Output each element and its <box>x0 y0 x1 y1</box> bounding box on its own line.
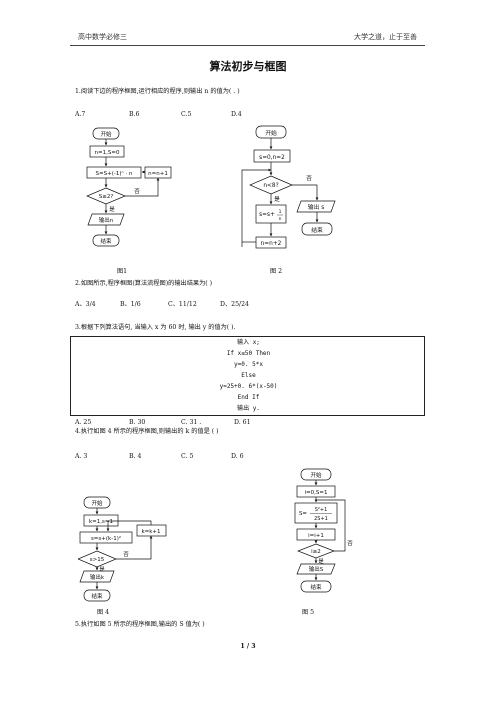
fig5-update-label: S= <box>299 511 307 517</box>
fig5-no-label: 否 <box>347 540 353 547</box>
fig1-end-box <box>92 234 120 247</box>
fig1-output-box <box>87 213 125 226</box>
q1-option-d: D.4 <box>231 111 242 118</box>
fig2-output-box <box>296 200 336 213</box>
fig1-yes-label: 是 <box>109 206 115 213</box>
fig2-init-label: s=0,n=2 <box>259 155 285 161</box>
fig4-update-box <box>79 531 133 544</box>
fig4-caption: 图 4 <box>97 609 110 616</box>
fig5-start-label: 开始 <box>310 471 322 479</box>
fig5-end-box <box>300 580 332 593</box>
fig5-output-label: 输出S <box>309 565 324 573</box>
q3-code-box: 输入 x; If x≤50 Then y=0. 5*x Else y=25+0.… <box>70 336 425 416</box>
fig5-frac-den: 2S+1 <box>314 516 328 522</box>
q1-option-b: B.6 <box>129 111 140 118</box>
fig2-init-box <box>253 149 291 163</box>
fig4-cond-label: s>15 <box>90 557 105 563</box>
q3-code-line-4: Else <box>241 372 256 379</box>
q2-option-a: A、3/4 <box>75 301 96 308</box>
fig1-no-label: 否 <box>134 188 140 195</box>
q4-option-a: A. 3 <box>75 453 88 460</box>
q5-stem: 5.执行如图 5 所示的程序框图,输出的 S 值为( ) <box>75 621 205 628</box>
fig4-init-label: k=1,s=1 <box>89 519 113 525</box>
q3-code-line-5: y=25+0. 6*(x-50) <box>219 383 278 390</box>
q4-option-d: D. 6 <box>231 453 244 460</box>
fig5-frac-num: S²+1 <box>315 507 328 513</box>
header-right: 大学之道，止于至善 <box>354 33 417 41</box>
q1-stem: 1.阅读下边的程序框图,运行相应的程序,则输出 n 的值为( . ) <box>75 88 240 95</box>
q4-option-c: C. 5 <box>181 453 194 460</box>
header-rule <box>70 45 425 46</box>
q1-option-a: A.7 <box>75 111 86 118</box>
fig4-no-label: 否 <box>123 551 129 558</box>
fig1-output-label: 输出n <box>99 216 114 224</box>
q3-option-c: C. 31 . <box>181 419 202 426</box>
q2-option-c: C、11/12 <box>168 301 197 308</box>
fig1-update-label: S=S+(-1)ⁿ · n <box>96 171 133 177</box>
fig1-update-box <box>86 166 142 179</box>
fig5-cond-label: i≥2 <box>311 549 321 555</box>
fig4-start-label: 开始 <box>91 499 103 507</box>
fig4-end-label: 结束 <box>91 592 103 600</box>
q3-stem: 3.根据下列算法语句, 当输入 x 为 60 时, 输出 y 的值为( ). <box>75 324 236 331</box>
q3-option-a: A. 25 <box>75 419 92 426</box>
q4-stem: 4.执行如图 4 所示的程序框图,则输出的 k 的值是 ( ) <box>75 428 219 435</box>
q3-code-line-2: If x≤50 Then <box>226 350 271 357</box>
q3-code-line-6: End If <box>237 394 260 401</box>
fig4-output-label: 输出k <box>90 573 105 581</box>
figure-4-flowchart: 开始 k=1,s=1 s=s+(k-1)² k=k+1 s>15 否 是 输出k… <box>78 496 167 602</box>
fig2-end-label: 结束 <box>311 226 323 234</box>
page-title: 算法初步与框图 <box>209 60 287 73</box>
fig2-cond-label: n<8? <box>263 183 278 189</box>
fig4-update-label: s=s+(k-1)² <box>91 535 121 542</box>
q2-option-b: B、1/6 <box>120 301 141 308</box>
fig2-increment-box <box>255 236 287 249</box>
fig1-cond-label: S≥2? <box>99 194 114 200</box>
fig1-increment-label: n=n+1 <box>148 171 168 177</box>
fig2-end-box <box>301 222 333 236</box>
fig5-end-label: 结束 <box>310 583 322 591</box>
fig2-yes-label: 是 <box>274 196 280 203</box>
q4-option-b: B. 4 <box>129 453 142 460</box>
fig5-init-label: i=0,S=1 <box>305 490 328 496</box>
q3-option-d: D. 61 <box>234 419 251 426</box>
page-number: 1 / 3 <box>240 643 256 650</box>
fig2-start-label: 开始 <box>265 129 277 137</box>
fig1-init-box <box>89 145 125 158</box>
q3-option-b: B. 30 <box>129 419 146 426</box>
fig2-output-label: 输出 s <box>308 203 324 211</box>
fig1-end-label: 结束 <box>100 237 112 245</box>
fig4-increment-label: k=k+1 <box>141 529 160 535</box>
fig2-update-label: s=s+ <box>259 212 275 218</box>
q1-option-c: C.5 <box>181 111 192 118</box>
fig2-frac-den: n <box>279 217 282 222</box>
fig1-init-label: n=1,S=0 <box>95 150 120 156</box>
figure-1-flowchart: 开始 n=1,S=0 S=S+(-1)ⁿ · n n=n+1 S≥2? 否 是 … <box>86 127 172 247</box>
q3-code-line-1: 输入 x; <box>237 339 260 346</box>
q2-option-d: D、25/24 <box>220 301 249 308</box>
q2-stem: 2.如图所示,程序框图(算法流程图)的输出结果为( ) <box>75 280 213 287</box>
fig5-yes-label: 是 <box>318 558 324 565</box>
fig1-start-label: 开始 <box>100 130 112 138</box>
q3-code-line-7: 输出 y. <box>237 405 260 412</box>
fig2-caption: 图 2 <box>270 268 283 275</box>
fig4-init-box <box>83 514 119 527</box>
fig2-increment-label: n=n+2 <box>261 241 282 247</box>
fig1-caption: 图1 <box>117 268 128 275</box>
fig5-caption: 图 5 <box>302 609 315 616</box>
fig5-increment-label: i=i+1 <box>308 533 324 539</box>
figure-5-flowchart: 开始 i=0,S=1 S= S²+1 2S+1 i=i+1 i≥2 否 是 输出… <box>294 468 353 593</box>
fig4-output-box <box>79 570 115 583</box>
fig2-frac-num: 1 <box>279 209 282 215</box>
q3-code-line-3: y=0. 5*x <box>234 361 263 368</box>
fig2-no-label: 否 <box>306 175 312 182</box>
fig4-yes-label: 是 <box>99 566 105 573</box>
fig5-output-box <box>296 563 336 575</box>
header-left: 高中数学必修三 <box>78 33 127 41</box>
fig4-end-box <box>83 589 111 602</box>
figure-2-flowchart: 开始 s=0,n=2 n<8? 否 是 s=s+ 1 n 输出 s 结束 n=n… <box>241 125 336 249</box>
